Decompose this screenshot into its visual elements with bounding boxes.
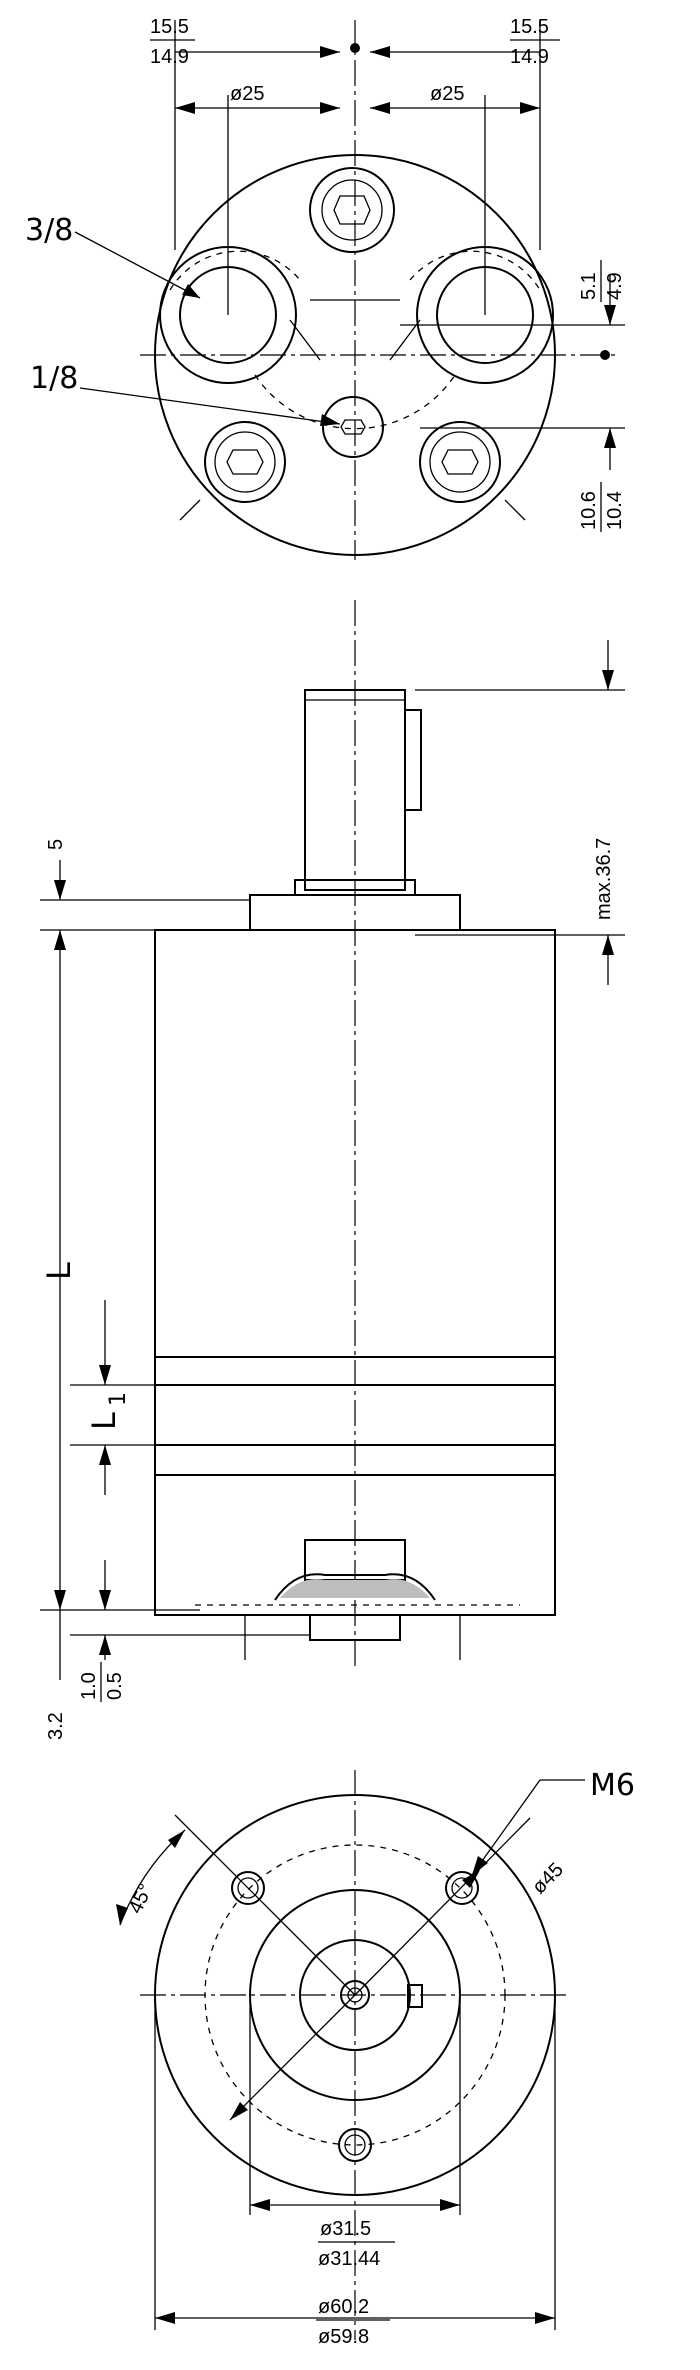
dim-bottom-b-lower: 0.5 xyxy=(104,1672,126,1700)
dim-bottom-a: 3.2 xyxy=(45,1712,67,1740)
pilot-dim-lower: ø31.44 xyxy=(318,2248,380,2270)
bolt-circle-label: ø45 xyxy=(528,1859,568,1899)
port-small-label: 1/8 xyxy=(30,361,78,396)
top-body-circle xyxy=(154,154,556,556)
dim-bottom-b-upper: 1.0 xyxy=(78,1672,100,1700)
mount-hole-right xyxy=(445,1871,479,1905)
pilot-dim-upper: ø31.5 xyxy=(320,2218,371,2240)
dia-right: ø25 xyxy=(430,83,464,105)
angle-label: 45° xyxy=(125,1880,158,1917)
thread-label: M6 xyxy=(590,1768,635,1803)
dim-right-upper: 15.5 xyxy=(510,16,549,38)
dim-flange: 5 xyxy=(45,839,67,850)
port-large-label: 3/8 xyxy=(25,213,73,248)
bolt-left xyxy=(204,421,286,503)
pilot-circle xyxy=(249,1889,461,2101)
side-view: 5 max.36.7 L L 1 3.2 1 xyxy=(40,600,625,1740)
dim-l1-main: L xyxy=(85,1412,123,1430)
shaft-key xyxy=(404,709,422,811)
dia-left: ø25 xyxy=(230,83,264,105)
dim-left-lower: 14.9 xyxy=(150,46,189,68)
mount-hole-bottom xyxy=(338,2128,372,2162)
dim-length-L: L xyxy=(40,1262,78,1280)
dim-right-lower: 14.9 xyxy=(510,46,549,68)
dim-shaft-length: max.36.7 xyxy=(593,838,615,920)
outer-dim-lower: ø59.8 xyxy=(318,2326,369,2348)
dim-side2-upper: 10.6 xyxy=(578,491,600,530)
bolt-circle xyxy=(204,1844,506,2146)
center-point-marker xyxy=(350,43,360,53)
dim-l1-sub: 1 xyxy=(106,1392,131,1406)
dim-side2-lower: 10.4 xyxy=(604,491,626,530)
dim-side-lower: 4.9 xyxy=(604,272,626,300)
top-view: 15.5 14.9 15.5 14.9 ø25 ø25 3/8 1/8 5.1 xyxy=(25,16,626,560)
mount-hole-left xyxy=(231,1871,265,1905)
bottom-view: M6 ø45 45° ø31.5 ø31.44 ø60.2 ø59.8 xyxy=(116,1768,635,2348)
dim-left-upper: 15.5 xyxy=(150,16,189,38)
dim-side-upper: 5.1 xyxy=(578,272,600,300)
top-plug xyxy=(309,167,395,253)
outer-dim-upper: ø60.2 xyxy=(318,2296,369,2318)
bolt-right xyxy=(419,421,501,503)
small-port xyxy=(322,396,384,458)
